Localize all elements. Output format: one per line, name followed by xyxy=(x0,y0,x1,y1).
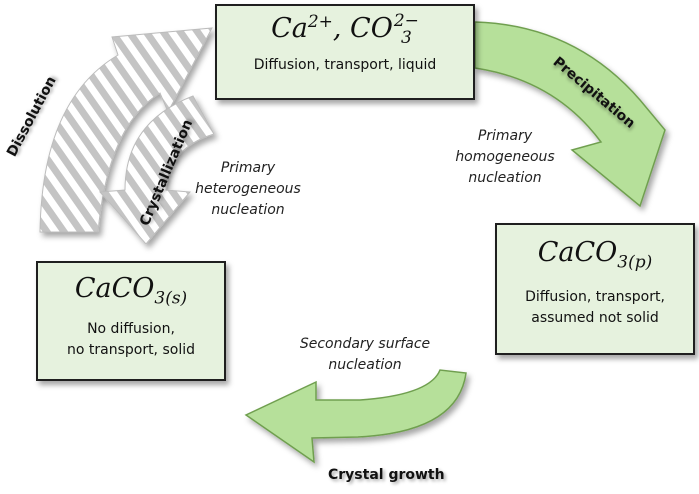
heterogeneous-nucleation-note: Primary heterogeneous nucleation xyxy=(195,160,301,218)
crystallization-arrow xyxy=(98,95,215,245)
precipitate-formula: CaCO3(p) xyxy=(537,237,653,273)
crystal-growth-label: Crystal growth xyxy=(328,467,445,483)
ions-description: Diffusion, transport, liquid xyxy=(253,56,437,73)
precipitate-box: CaCO3(p) Diffusion, transport, assumed n… xyxy=(495,223,695,355)
homogeneous-nucleation-note: Primary homogeneous nucleation xyxy=(455,128,555,186)
precipitation-arrow xyxy=(474,21,666,208)
solid-formula: CaCO3(s) xyxy=(74,273,188,309)
solid-description: No diffusion, no transport, solid xyxy=(66,320,195,358)
precipitate-description: Diffusion, transport, assumed not solid xyxy=(525,288,665,326)
crystal-growth-arrow xyxy=(244,369,467,464)
dissolution-arrow xyxy=(39,27,213,233)
secondary-nucleation-note: Secondary surface nucleation xyxy=(299,336,431,373)
solid-box: CaCO3(s) No diffusion, no transport, sol… xyxy=(36,261,226,381)
